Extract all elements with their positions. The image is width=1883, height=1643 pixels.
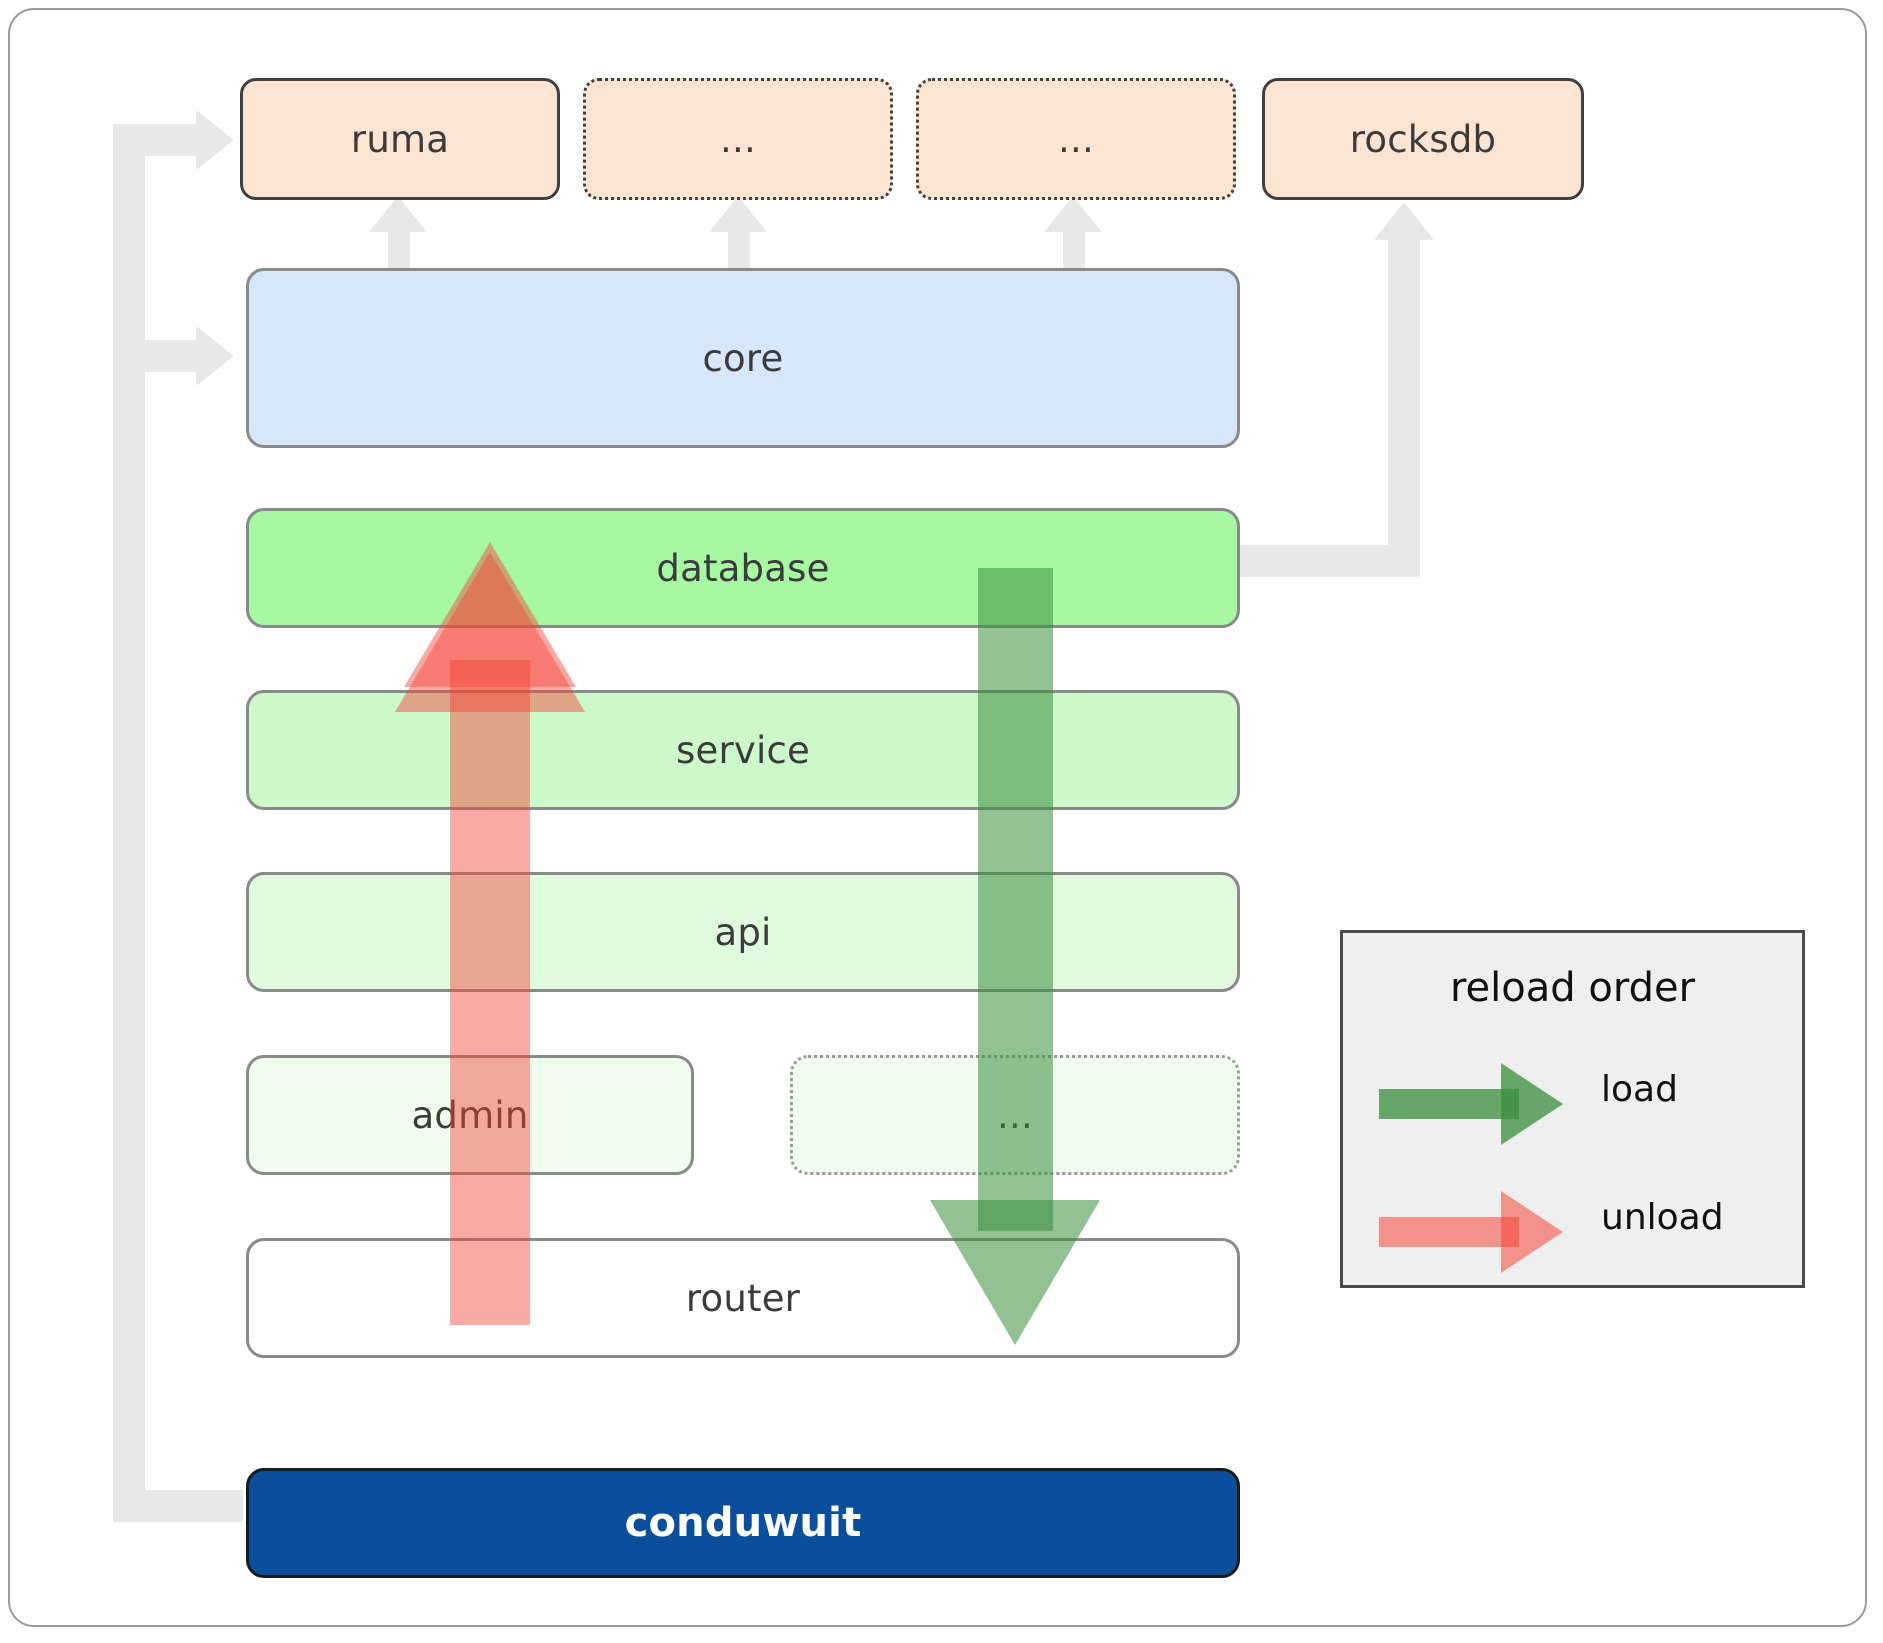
load-legend-arrow-shaft xyxy=(1379,1089,1519,1119)
unload-arrow-head-tip xyxy=(404,542,576,687)
node-ruma-label: ruma xyxy=(350,117,450,161)
node-api[interactable]: api xyxy=(246,872,1240,992)
connector-core-to-dep2-arrow xyxy=(709,196,767,232)
connector-core-to-ruma-stem xyxy=(388,226,410,278)
node-api-label: api xyxy=(714,910,772,954)
node-dep-3[interactable]: ... xyxy=(916,78,1236,200)
node-rocksdb[interactable]: rocksdb xyxy=(1262,78,1584,200)
unload-arrow-head xyxy=(395,552,585,712)
node-service-label: service xyxy=(676,728,810,772)
node-conduwuit-label: conduwuit xyxy=(624,1500,862,1546)
connector-core-to-dep3-arrow xyxy=(1044,196,1102,232)
unload-arrow-shaft xyxy=(450,660,530,1325)
diagram-frame xyxy=(8,8,1867,1627)
node-database-label: database xyxy=(656,546,830,590)
node-dep-2[interactable]: ... xyxy=(583,78,893,200)
legend-panel: reload order load unload xyxy=(1340,930,1805,1288)
load-arrow-head xyxy=(930,1200,1100,1345)
unload-legend-arrow-head xyxy=(1501,1191,1563,1273)
connector-to-ruma xyxy=(113,124,203,156)
node-conduwuit[interactable]: conduwuit xyxy=(246,1468,1240,1578)
connector-to-ruma-arrow xyxy=(196,110,234,170)
legend-item-unload: unload xyxy=(1379,1191,1779,1291)
connector-core-to-dep2-stem xyxy=(728,226,750,278)
connector-to-core-arrow xyxy=(196,326,234,386)
unload-legend-arrow-shaft xyxy=(1379,1217,1519,1247)
load-arrow-shaft xyxy=(978,568,1053,1231)
node-dep-2-label: ... xyxy=(720,117,756,161)
legend-item-load: load xyxy=(1379,1063,1779,1163)
connector-db-to-rocksdb-arrow xyxy=(1374,202,1434,240)
legend-item-unload-label: unload xyxy=(1601,1197,1724,1238)
node-router-label: router xyxy=(685,1276,801,1320)
connector-left-bottom xyxy=(113,1490,243,1522)
connector-core-to-ruma-arrow xyxy=(369,196,427,232)
connector-to-core xyxy=(113,340,203,372)
legend-title: reload order xyxy=(1449,965,1696,1011)
connector-core-to-dep3-stem xyxy=(1063,226,1085,278)
node-rocksdb-label: rocksdb xyxy=(1349,117,1497,161)
node-core[interactable]: core xyxy=(246,268,1240,448)
node-ruma[interactable]: ruma xyxy=(240,78,560,200)
node-core-label: core xyxy=(702,336,784,380)
load-legend-arrow-head xyxy=(1501,1063,1563,1145)
connector-db-to-rocksdb-v xyxy=(1388,240,1420,570)
node-dep-3-label: ... xyxy=(1058,117,1094,161)
legend-item-load-label: load xyxy=(1601,1069,1678,1110)
